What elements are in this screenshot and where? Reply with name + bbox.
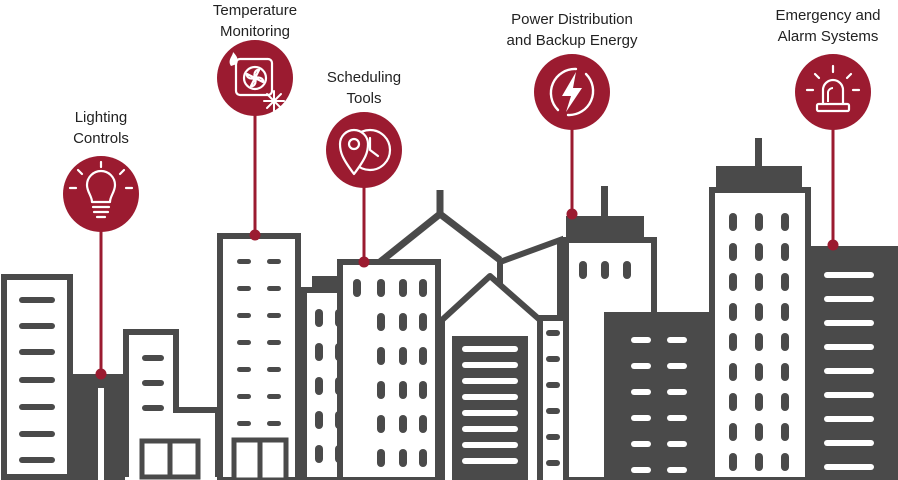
building-6-roof: [377, 190, 503, 265]
building-2: [71, 374, 125, 480]
building-4: [217, 233, 301, 480]
label-lighting: Lighting Controls: [51, 107, 151, 149]
label-emergency-line1: Emergency and: [775, 7, 881, 24]
connector-lighting: [95, 228, 107, 380]
connector-temperature: [249, 114, 261, 241]
building-6: [337, 259, 441, 480]
label-temperature-line2: Monitoring: [219, 23, 291, 40]
label-lighting-line1: Lighting: [74, 109, 128, 126]
label-scheduling: Scheduling Tools: [304, 67, 424, 109]
label-temperature: Temperature Monitoring: [195, 0, 315, 42]
label-emergency-line2: Alarm Systems: [777, 28, 879, 45]
label-scheduling-line1: Scheduling: [326, 69, 402, 86]
building-11: [709, 138, 811, 480]
building-12: [808, 246, 898, 480]
alarm-beacon-icon: [795, 54, 871, 130]
building-8: [439, 273, 543, 480]
building-1: [1, 274, 73, 480]
label-lighting-line2: Controls: [73, 130, 129, 147]
connector-power: [566, 128, 578, 220]
location-clock-icon: [326, 112, 402, 188]
label-power-line1: Power Distribution: [511, 11, 633, 28]
connector-emergency: [827, 128, 839, 251]
fan-heat-snowflake-icon: [217, 40, 293, 116]
lightbulb-icon: [63, 156, 139, 232]
building-10: [604, 312, 712, 480]
building-3: [123, 329, 221, 480]
connector-scheduling: [358, 186, 370, 268]
label-power: Power Distribution and Backup Energy: [482, 9, 662, 51]
label-scheduling-line2: Tools: [346, 90, 382, 107]
label-power-line2: and Backup Energy: [506, 32, 638, 49]
label-temperature-line1: Temperature: [212, 2, 298, 19]
lightning-bolt-icon: [534, 54, 610, 130]
label-emergency: Emergency and Alarm Systems: [763, 5, 893, 47]
